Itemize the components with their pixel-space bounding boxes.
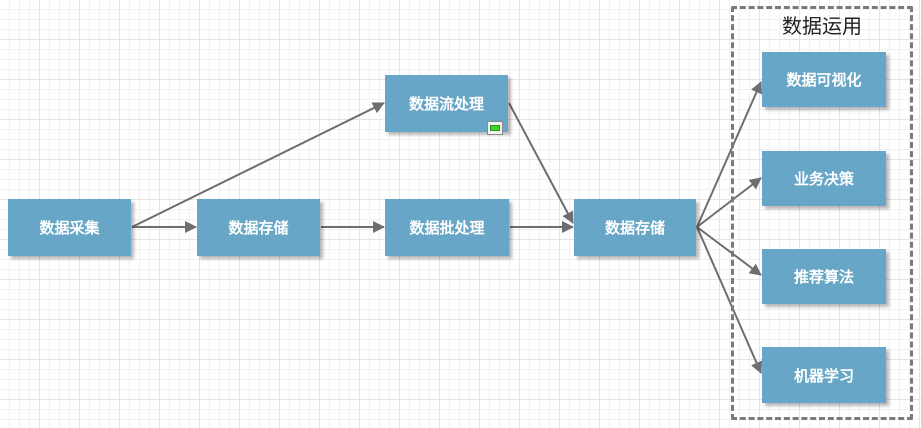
edge-storage2-to-recommend[interactable] — [696, 226, 762, 276]
edge-collect-to-stream[interactable] — [131, 102, 385, 228]
edge-stream-to-storage2[interactable] — [508, 102, 574, 224]
node-data-storage[interactable]: 数据存储 — [197, 199, 320, 256]
data-application-group[interactable] — [731, 6, 913, 420]
edge-storage2-to-decision[interactable] — [696, 177, 762, 228]
edge-storage2-to-ml[interactable] — [696, 226, 763, 374]
node-data-visualization[interactable]: 数据可视化 — [762, 52, 886, 107]
node-recommendation-algorithm[interactable]: 推荐算法 — [762, 249, 886, 304]
collapse-toggle-icon[interactable] — [487, 121, 503, 135]
edge-storage2-to-viz[interactable] — [696, 81, 763, 228]
node-data-collection[interactable]: 数据采集 — [8, 199, 131, 256]
node-batch-processing[interactable]: 数据批处理 — [385, 199, 509, 256]
node-data-storage-2[interactable]: 数据存储 — [574, 199, 696, 256]
group-title: 数据运用 — [782, 14, 862, 38]
node-business-decision[interactable]: 业务决策 — [762, 151, 886, 206]
node-machine-learning[interactable]: 机器学习 — [762, 347, 886, 403]
